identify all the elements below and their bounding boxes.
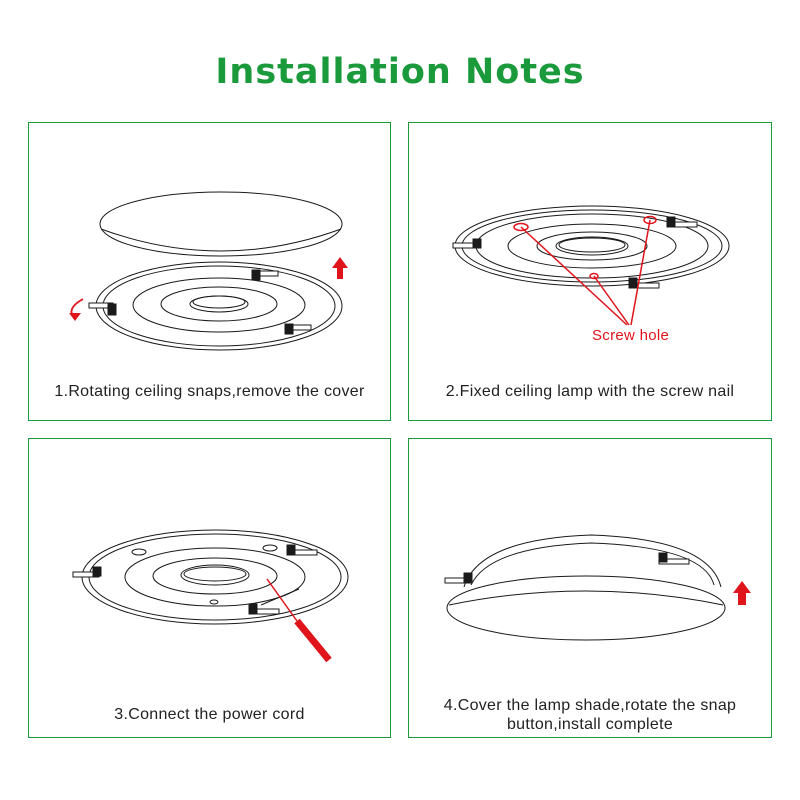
- step-2-illustration: [452, 205, 730, 326]
- base-plate: [95, 261, 343, 351]
- step-4-caption: 4.Cover the lamp shade,rotate the snap b…: [409, 696, 771, 734]
- step-4-caption-line1: 4.Cover the lamp shade,rotate the snap: [443, 697, 737, 714]
- step-panel-4: 4.Cover the lamp shade,rotate the snap b…: [408, 438, 772, 738]
- base-plate: [81, 529, 349, 625]
- step-4-caption-line2: button,install complete: [506, 716, 674, 733]
- step-1-caption: 1.Rotating ceiling snaps,remove the cove…: [54, 383, 365, 400]
- screwdriver-icon: [266, 578, 332, 663]
- step-2-caption: 2.Fixed ceiling lamp with the screw nail: [445, 383, 735, 400]
- page-title: Installation Notes: [215, 52, 585, 92]
- step-panel-3: 3.Connect the power cord: [28, 438, 391, 738]
- snap-clip: [452, 216, 698, 289]
- up-arrow-icon: [332, 257, 348, 279]
- lamp-cover: [99, 191, 343, 257]
- rotate-arrow-icon: [69, 298, 84, 321]
- snap-clip: [444, 552, 690, 584]
- step-panel-1: 1.Rotating ceiling snaps,remove the cove…: [28, 122, 391, 421]
- up-arrow-icon: [733, 581, 751, 605]
- base-plate: [463, 534, 722, 588]
- step-3-illustration: [72, 529, 349, 663]
- snap-clip: [72, 544, 318, 615]
- screw-hole-markers: [513, 215, 657, 326]
- screw-hole-label: Screw hole: [592, 327, 670, 344]
- snap-clip: [88, 269, 312, 335]
- step-panel-2: Screw hole 2.Fixed ceiling lamp with the…: [408, 122, 772, 421]
- step-3-caption: 3.Connect the power cord: [114, 706, 305, 723]
- step-4-illustration: [444, 534, 751, 641]
- lamp-shade: [446, 575, 726, 641]
- step-1-illustration: [69, 191, 348, 351]
